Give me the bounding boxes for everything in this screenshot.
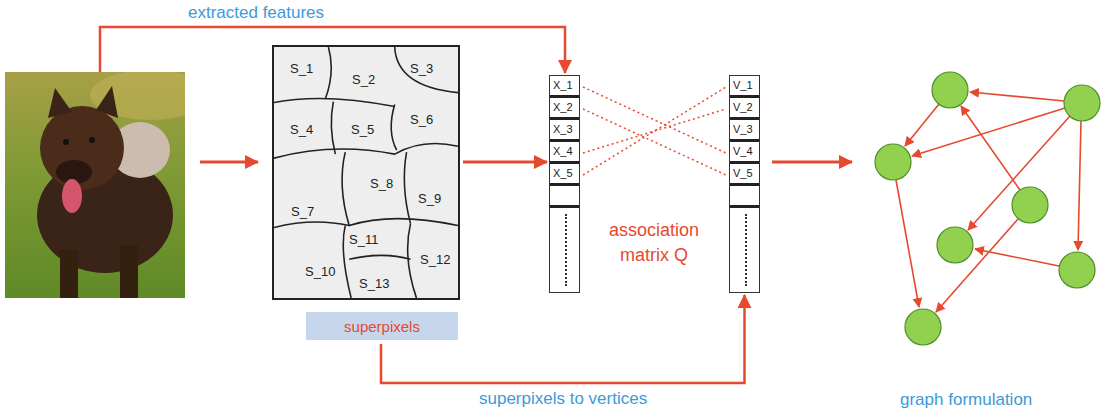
annotation-label: graph formulation xyxy=(900,390,1032,410)
cell-label: V_4 xyxy=(730,142,759,164)
flow-arrow xyxy=(772,161,852,164)
superpixel-label: S_1 xyxy=(290,61,313,77)
continuation-dots xyxy=(745,214,747,286)
cell-label: X_4 xyxy=(550,142,579,164)
feature-column: V_1V_2V_3V_4V_5 xyxy=(729,75,760,293)
annotation-label: extracted features xyxy=(188,3,324,23)
cell-label: V_5 xyxy=(730,164,759,186)
superpixel-label: S_3 xyxy=(410,61,433,77)
band-label: superpixels xyxy=(344,318,420,335)
flow-arrow xyxy=(200,161,258,164)
cell-label: X_3 xyxy=(550,120,579,142)
cell-label: V_3 xyxy=(730,120,759,142)
superpixel-label: S_10 xyxy=(305,264,335,280)
graph-vertices xyxy=(875,72,1100,345)
continuation-dots xyxy=(565,214,567,286)
graph-edges xyxy=(896,92,1081,312)
connector-arrow xyxy=(463,161,547,164)
superpixel-label: S_9 xyxy=(418,191,441,207)
association-line xyxy=(583,87,726,153)
superpixel-label: S_5 xyxy=(351,122,374,138)
superpixel-label: S_4 xyxy=(290,122,313,138)
dog-photo xyxy=(5,72,185,298)
cell-label: V_2 xyxy=(730,98,759,120)
superpixel-label: S_11 xyxy=(349,232,378,248)
superpixel-label: S_8 xyxy=(370,176,393,192)
superpixel-label: S_12 xyxy=(420,252,450,268)
superpixel-panel: S_1S_2 S_3S_4 S_5 S_6S_7 S_8S_9S_10 S_11S_12S… xyxy=(272,45,460,300)
cell-separator xyxy=(550,186,579,208)
feature-column: X_1X_2X_3X_4X_5 xyxy=(549,75,580,293)
cell-label: V_1 xyxy=(730,76,759,98)
superpixel-label: S_2 xyxy=(352,72,375,88)
association-line xyxy=(583,109,726,175)
edge-label: superpixels to vertices xyxy=(479,389,647,409)
association-line xyxy=(583,109,726,153)
superpixel-label: S_13 xyxy=(359,276,389,292)
cell-separator xyxy=(730,186,759,208)
cell-label: X_1 xyxy=(550,76,579,98)
label-band: superpixels xyxy=(306,312,458,340)
association-line xyxy=(583,87,726,175)
cell-label: X_2 xyxy=(550,98,579,120)
superpixel-label: S_6 xyxy=(410,112,433,128)
superpixel-label: S_7 xyxy=(291,204,314,220)
cell-label: X_5 xyxy=(550,164,579,186)
matrix-label: association matrix Q xyxy=(588,218,720,268)
